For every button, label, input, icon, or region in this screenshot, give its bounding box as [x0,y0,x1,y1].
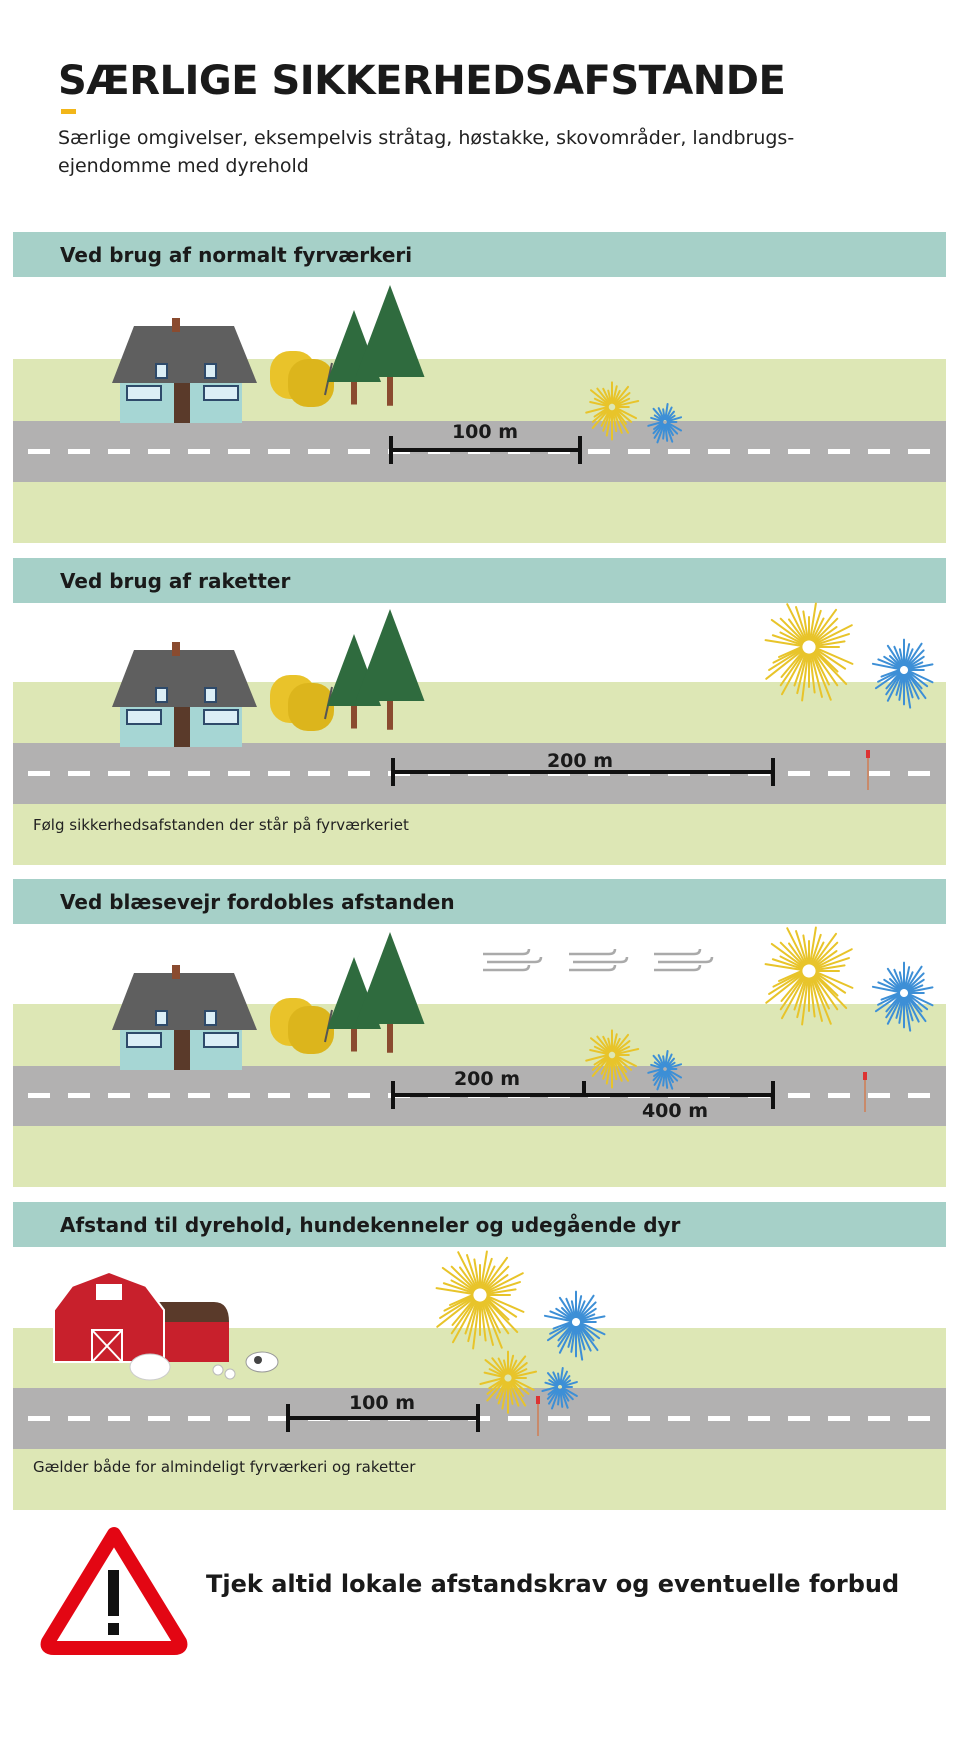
firework-burst-icon [585,381,640,441]
firework-burst-icon [764,926,854,1026]
distance-label: 200 m [453,1068,521,1090]
section-caption: Følg sikkerhedsafstanden der står på fyr… [33,816,409,834]
section-title: Ved blæsevejr fordobles afstanden [60,890,455,914]
firework-burst-icon [435,1250,525,1350]
distance-label: 400 m [641,1100,709,1122]
title-accent-bar [61,109,76,114]
section-header-normal-fireworks: Ved brug af normalt fyrværkeri [13,232,946,277]
chicken-icon [212,1364,236,1380]
thatched-house-icon [112,965,257,1070]
rocket-stick-icon [866,750,870,790]
rocket-stick-icon [536,1396,540,1436]
barn-icon [53,1270,229,1363]
distance-label: 100 m [451,421,519,443]
pine-tree-icon [355,932,425,1053]
pine-tree-icon [355,609,425,730]
distance-marker [391,1081,775,1109]
firework-burst-icon [543,1290,606,1361]
section-caption: Gælder både for almindeligt fyrværkeri o… [33,1458,416,1476]
distance-label: 200 m [546,750,614,772]
section-header-animals: Afstand til dyrehold, hundekenneler og u… [13,1202,946,1247]
grass-band [13,482,946,543]
thatched-house-icon [112,318,257,423]
wind-icon [569,948,629,972]
section-title: Ved brug af raketter [60,569,291,593]
section-header-windy: Ved blæsevejr fordobles afstanden [13,879,946,924]
thatched-house-icon [112,642,257,747]
distance-label: 100 m [348,1392,416,1414]
firework-burst-icon [585,1029,640,1089]
distance-marker [286,1404,480,1432]
haystack-icon [270,351,334,407]
rocket-stick-icon [863,1072,867,1112]
grass-band [13,804,946,865]
distance-marker [391,758,775,786]
sheep-icon [129,1353,171,1381]
firework-burst-icon [871,638,934,709]
distance-marker [389,436,582,464]
section-header-rockets: Ved brug af raketter [13,558,946,603]
cow-icon [245,1351,279,1373]
firework-burst-icon [647,1049,683,1091]
warning-text: Tjek altid lokale afstandskrav og eventu… [206,1570,900,1598]
wind-icon [654,948,714,972]
wind-icon [483,948,543,972]
page-title: SÆRLIGE SIKKERHEDSAFSTANDE [58,58,786,104]
grass-band [13,1449,946,1510]
firework-burst-icon [479,1350,538,1414]
haystack-icon [270,675,334,731]
firework-burst-icon [647,402,683,444]
firework-burst-icon [541,1366,578,1410]
section-title: Ved brug af normalt fyrværkeri [60,243,413,267]
firework-burst-icon [871,961,934,1032]
section-title: Afstand til dyrehold, hundekenneler og u… [60,1213,681,1237]
page-subtitle: Særlige omgivelser, eksempelvis stråtag,… [58,127,795,177]
haystack-icon [270,998,334,1054]
warning-triangle-icon [40,1527,188,1655]
grass-band [13,1126,946,1187]
firework-burst-icon [764,602,854,702]
pine-tree-icon [355,285,425,406]
